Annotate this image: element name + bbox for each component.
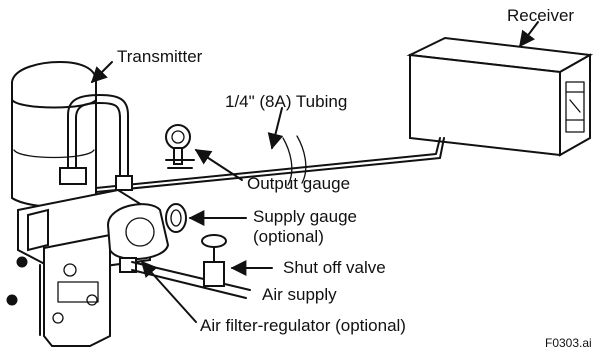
tubing-leader-arrow (267, 107, 284, 150)
figure-id-label: F0303.ai (545, 336, 592, 350)
shut-off-valve (201, 234, 227, 287)
tubing-line (95, 135, 445, 193)
transmitter-leader-arrow (90, 61, 113, 84)
supply-gauge-label: Supply gauge (253, 207, 357, 226)
air-filter-regulator-leader-arrow (140, 260, 197, 323)
air-filter-regulator (106, 203, 170, 273)
shut-off-valve-label: Shut off valve (283, 258, 386, 277)
tubing-label: 1/4" (8A) Tubing (225, 92, 348, 111)
supply-gauge (165, 203, 187, 233)
air-filter-regulator-label: Air filter-regulator (optional) (200, 316, 406, 335)
receiver-box (406, 36, 594, 157)
transmitter-label: Transmitter (117, 47, 203, 66)
output-gauge-label: Output gauge (247, 174, 351, 193)
transmitter-body (6, 60, 151, 347)
supply-gauge-optional-label: (optional) (253, 227, 324, 246)
output-gauge-leader-arrow (194, 149, 243, 181)
air-supply-label: Air supply (262, 285, 337, 304)
receiver-label: Receiver (507, 6, 575, 25)
output-gauge (165, 124, 195, 169)
receiver-leader-arrow (519, 21, 539, 48)
